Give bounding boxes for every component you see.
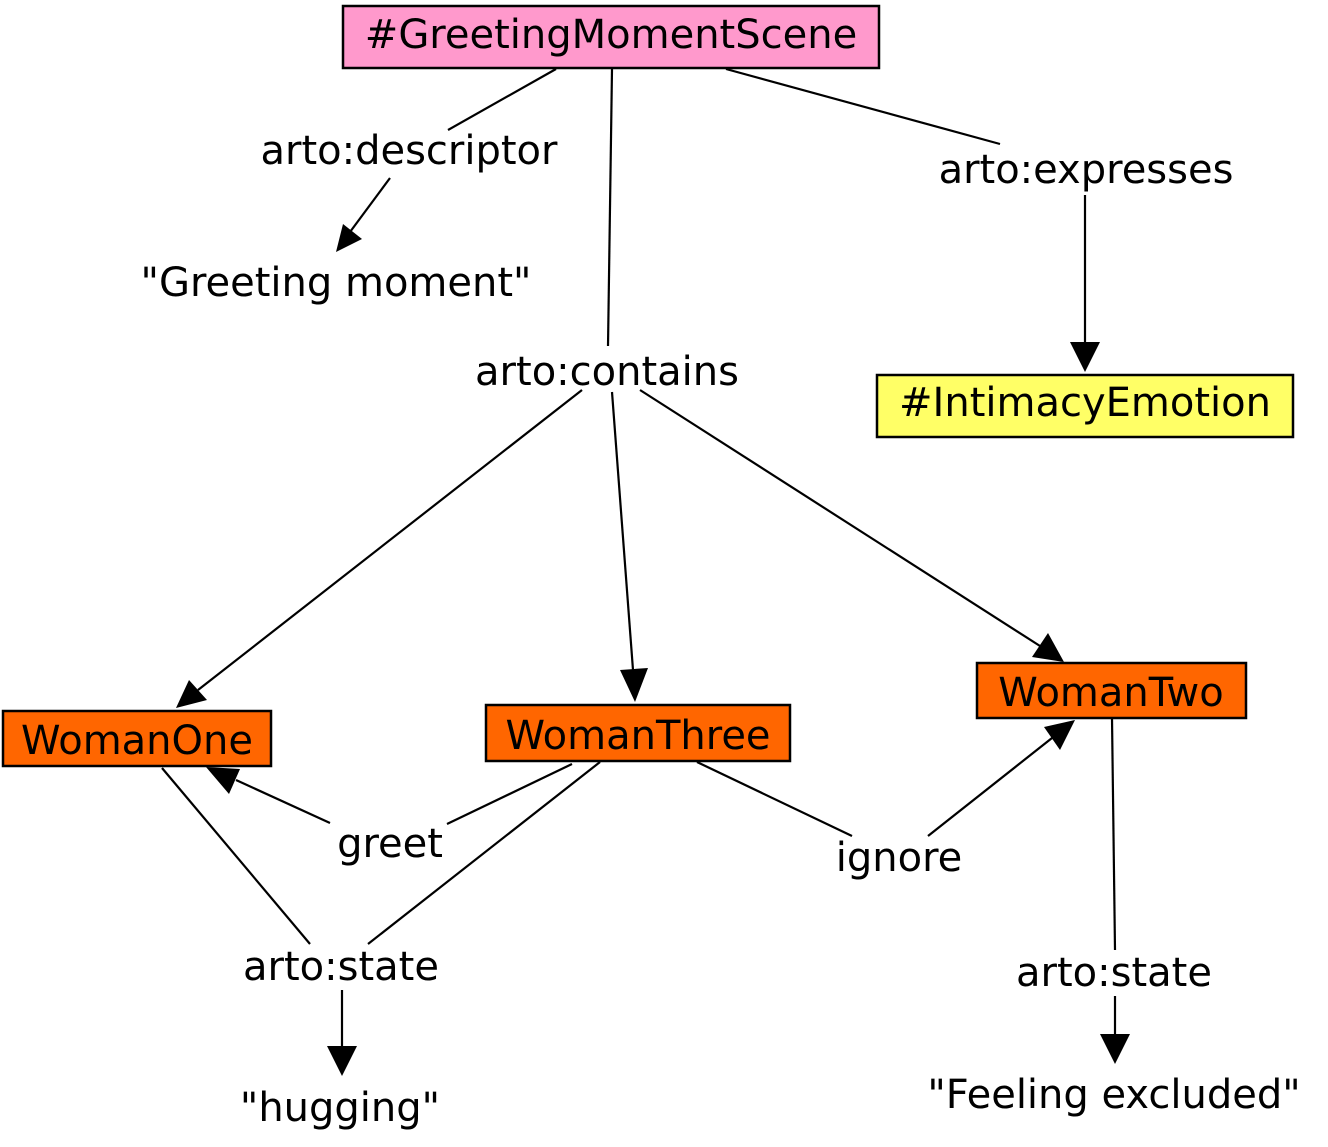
edge-label-state-womantwo: arto:state <box>1016 950 1212 996</box>
edge-state-womanone <box>161 767 311 945</box>
scene-label: #GreetingMomentScene <box>365 12 857 58</box>
edge-descriptor-in <box>447 68 557 131</box>
edge-ignore-out <box>927 737 1053 837</box>
arrowhead-contains-womanone <box>176 680 207 708</box>
edges <box>161 67 1130 1076</box>
arrowhead-contains-womantwo <box>1032 633 1064 662</box>
edge-descriptor-out <box>349 177 391 233</box>
edge-expresses-in <box>725 67 1001 146</box>
arrowhead-contains-womanthree <box>620 668 648 702</box>
edge-contains-womanone <box>197 389 583 691</box>
woman-two-label: WomanTwo <box>998 670 1224 716</box>
edge-label-descriptor: arto:descriptor <box>261 128 559 174</box>
arrowhead-descriptor <box>336 224 362 252</box>
edge-greet-out <box>235 778 331 825</box>
edge-contains-in <box>606 68 614 347</box>
edge-contains-womantwo <box>639 389 1041 647</box>
arrowhead-state-womantwo <box>1100 1034 1130 1064</box>
node-woman-two: WomanTwo <box>975 661 1248 720</box>
literal-greeting-moment: "Greeting moment" <box>141 260 532 306</box>
edge-ignore-in <box>696 761 853 837</box>
node-scene: #GreetingMomentScene <box>341 4 881 70</box>
woman-three-label: WomanThree <box>505 713 770 759</box>
edge-state-womantwo-in <box>1110 717 1117 951</box>
woman-two-box <box>975 661 1248 720</box>
edge-label-greet: greet <box>337 821 443 867</box>
emotion-box <box>875 373 1295 439</box>
edge-label-expresses: arto:expresses <box>939 147 1234 193</box>
edge-greet-in <box>446 763 573 825</box>
arrowhead-expresses <box>1070 342 1100 372</box>
literal-feeling-excluded: "Feeling excluded" <box>927 1072 1300 1118</box>
node-woman-one: WomanOne <box>1 709 273 768</box>
woman-one-label: WomanOne <box>21 718 253 764</box>
edge-contains-womanthree <box>610 391 635 671</box>
arrowhead-state-shared <box>327 1046 357 1076</box>
edge-state-womanthree <box>367 761 601 945</box>
edge-label-ignore: ignore <box>836 835 963 881</box>
literal-hugging: "hugging" <box>240 1085 440 1131</box>
arrowhead-greet <box>206 767 240 794</box>
node-emotion: #IntimacyEmotion <box>875 373 1295 439</box>
scene-box <box>341 4 881 70</box>
woman-one-box <box>1 709 273 768</box>
edge-label-state-shared: arto:state <box>243 944 439 990</box>
edge-label-contains: arto:contains <box>475 349 739 395</box>
woman-three-box <box>484 703 792 763</box>
node-woman-three: WomanThree <box>484 703 792 763</box>
arrowhead-ignore <box>1044 720 1075 750</box>
emotion-label: #IntimacyEmotion <box>899 380 1271 426</box>
